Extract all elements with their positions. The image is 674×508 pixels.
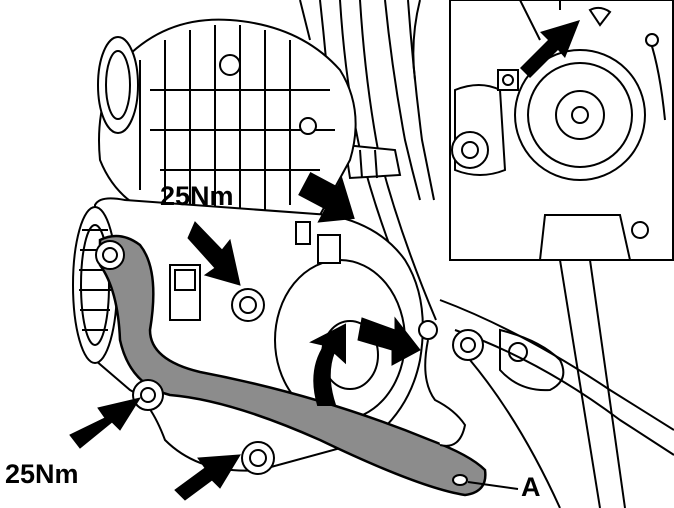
rotation-arrow-icon [309,323,346,406]
bolts [95,221,484,475]
alternator [97,18,357,223]
torque-label-upper: 25Nm [160,181,234,211]
inset-detail [449,0,674,261]
pointer-arrows [69,171,421,501]
bolt-lower-center [241,441,275,475]
connector-plug [295,221,341,264]
arrow-torque-lower-right-icon [174,454,241,501]
bolt-right [452,329,484,361]
torque-label-lower: 25Nm [5,459,79,489]
part-label-a: A [521,472,541,502]
arrow-torque-upper-icon [187,221,241,286]
inset-arrow-icon [520,20,580,78]
ground-lug [418,320,467,447]
arrow-upper-icon [298,171,355,223]
leader-line-a [467,481,519,490]
arrow-torque-lower-left-icon [69,397,142,449]
arrow-mid-icon [357,316,421,366]
bolt-center [231,288,265,322]
bolt-lower-left [132,379,164,411]
bolt-upper-left [95,240,125,270]
